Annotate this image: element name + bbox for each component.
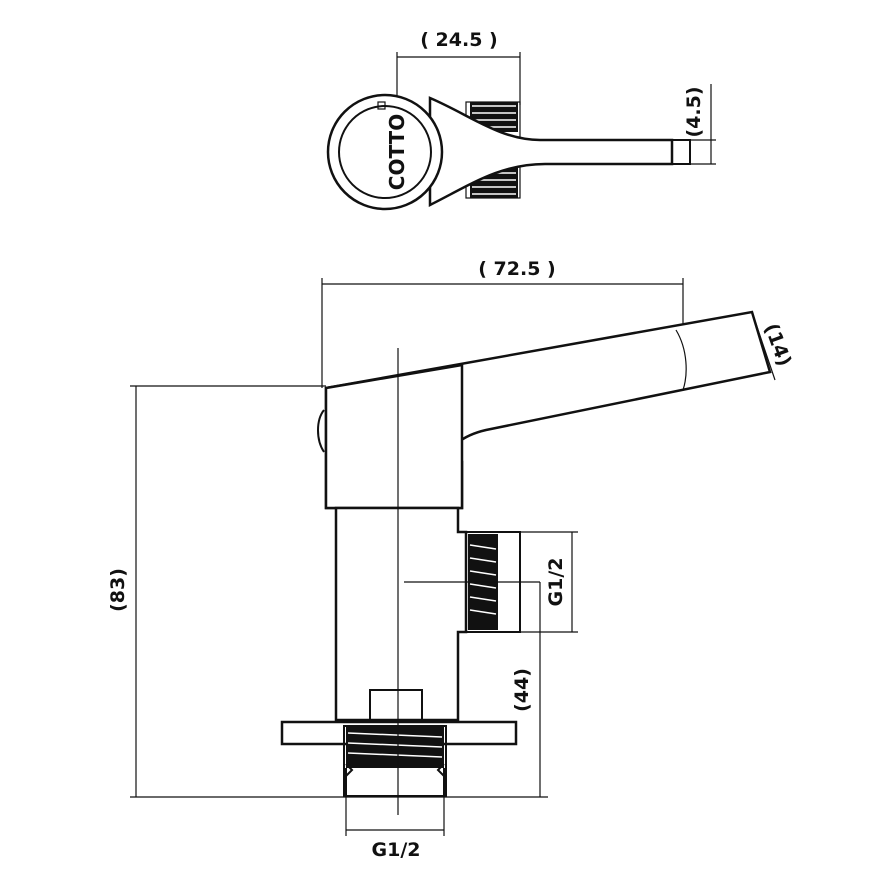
dim-overall-height: (83) — [107, 568, 129, 612]
handle-grip-curve — [675, 329, 687, 391]
handle-side-notch — [317, 409, 325, 453]
outlet-thread-lines — [469, 544, 497, 615]
dim-inlet-thread: G1/2 — [372, 839, 421, 861]
top-cap-outer — [326, 93, 444, 211]
dim-top-thickness: (4.5) — [683, 86, 705, 137]
inlet-tail-right — [436, 763, 445, 777]
dim-14-line — [751, 311, 776, 381]
dim-outlet-height: (44) — [511, 668, 533, 712]
top-view: ( 24.5 ) (4.5) COTTO — [326, 29, 716, 211]
valve-body — [334, 506, 468, 722]
inlet-thread-lines — [347, 732, 443, 758]
front-view: ( 72.5 ) (83) (14) G1/2 — [107, 258, 795, 861]
brand-logo: COTTO — [385, 114, 409, 190]
dim-overall-width: ( 72.5 ) — [478, 258, 555, 280]
top-handle-tip — [671, 139, 691, 165]
top-cap-marker — [377, 101, 386, 110]
handle-hub — [324, 363, 464, 510]
dim-top-width: ( 24.5 ) — [420, 29, 497, 51]
dim-outlet-thread: G1/2 — [545, 558, 567, 607]
inlet-tail — [345, 763, 445, 796]
